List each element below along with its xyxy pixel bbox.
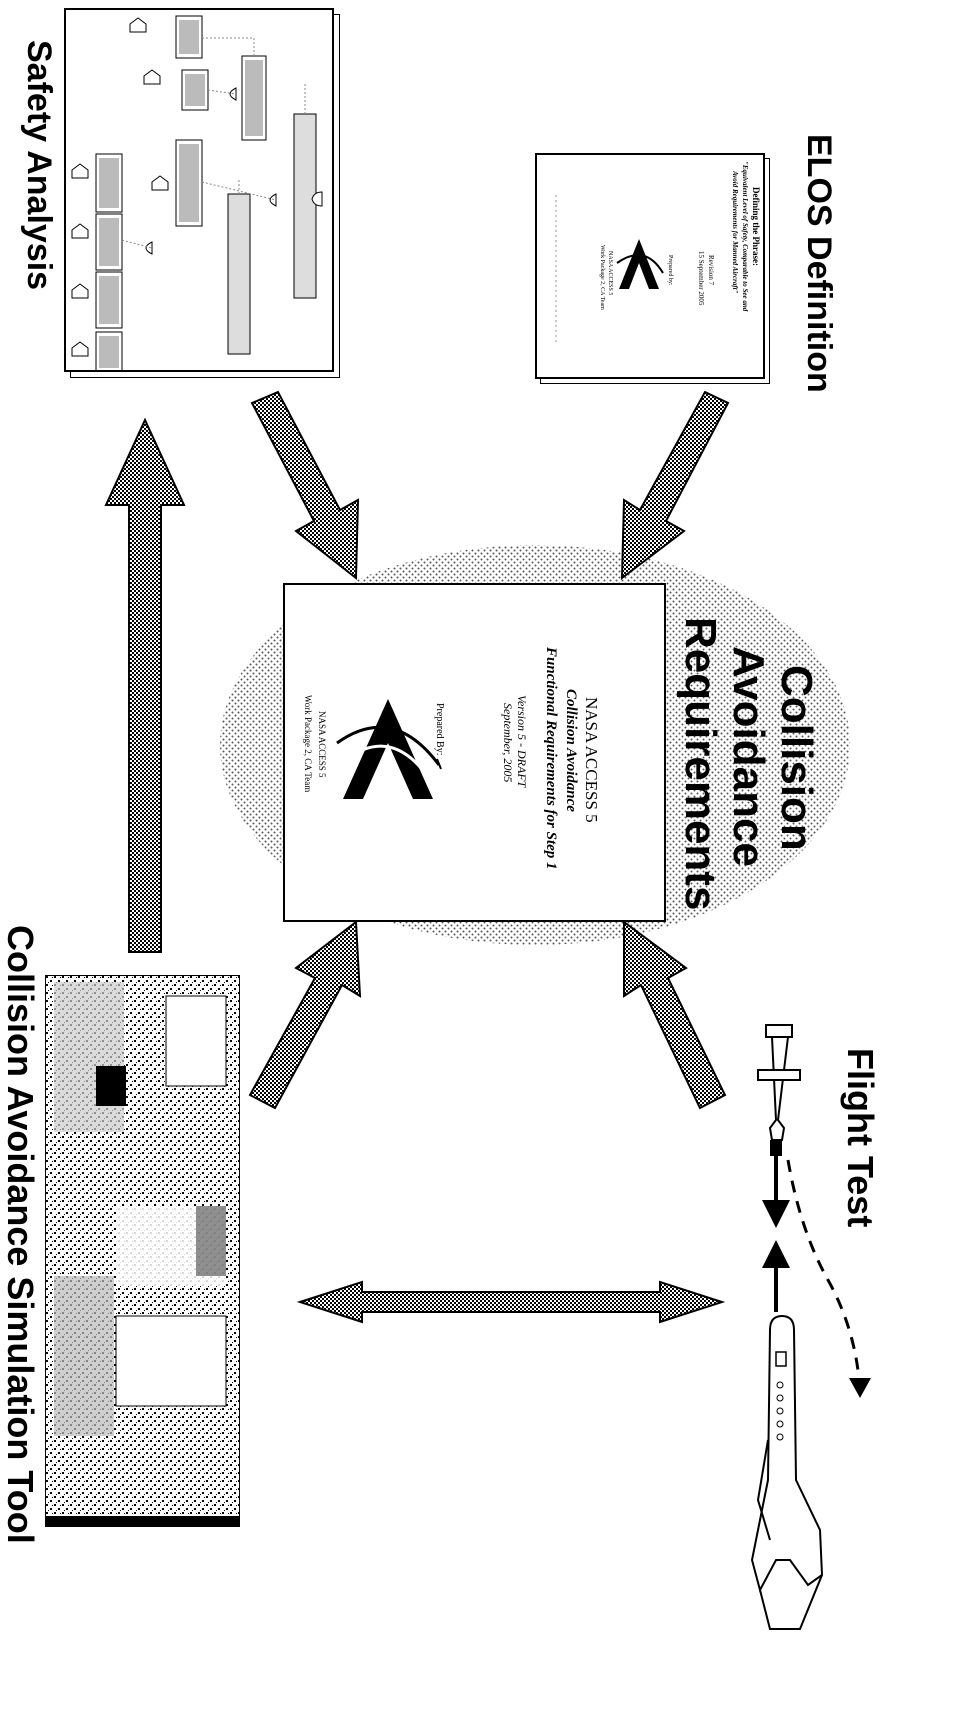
simulation-tool-label: Collision Avoidance Simulation Tool	[0, 925, 41, 1544]
arrow-sim-to-safety	[104, 417, 186, 953]
access5-logo-small	[616, 239, 664, 289]
flight-test-label: Flight Test	[840, 1048, 881, 1228]
elos-doc-title-line1: Defining the Phrase:	[751, 187, 761, 266]
arrow-flight-to-requirements	[623, 920, 727, 1110]
elos-doc-date: 15 September 2005	[697, 251, 705, 306]
elos-doc-version: Revision 7	[707, 255, 715, 286]
arrow-safety-to-requirements	[250, 390, 360, 581]
requirements-doc-title-line1: Collision Avoidance	[563, 689, 579, 812]
elos-doc-footer-line1: NASA ACCESS 5	[607, 251, 613, 296]
jet-aircraft-icon	[750, 1314, 824, 1630]
requirements-label-line2: Avoidance	[724, 646, 773, 867]
requirements-doc-footer-line1: NASA ACCESS 5	[317, 711, 327, 778]
elos-doc-prepared-by: Prepared by:	[667, 255, 673, 286]
requirements-doc-date: September, 2005	[501, 703, 515, 783]
requirements-doc-footer-line2: Work Package 2, CA Team	[303, 695, 313, 793]
encounter-arrows-icon	[762, 1155, 790, 1312]
elos-doc-title-line3: Avoid Requirements for Manned Aircraft"	[731, 171, 739, 294]
requirements-doc-version: Version 5 - DRAFT	[515, 695, 529, 788]
access5-logo-large	[336, 699, 442, 799]
elos-doc-title-line2: "Equivalent Level of Safety, Comparable …	[741, 161, 749, 312]
elos-definition-label: ELOS Definition	[800, 134, 838, 393]
arrow-sim-flight-bidirectional	[296, 1280, 726, 1324]
requirements-doc-org: NASA ACCESS 5	[582, 697, 601, 823]
arrow-sim-to-requirements	[248, 920, 362, 1110]
avoidance-path-dashed	[786, 1159, 862, 1391]
fault-tree-diagram	[71, 15, 323, 370]
elos-document: Defining the Phrase: "Equivalent Level o…	[535, 153, 765, 379]
elos-doc-margin-dots	[555, 195, 557, 345]
requirements-doc-title-line2: Functional Requirements for Step 1	[543, 647, 559, 870]
elos-doc-footer-line2: Work Package 2, CA Team	[599, 245, 605, 310]
simulation-tool-photo	[45, 975, 240, 1527]
avoidance-path-arrowhead	[849, 1378, 871, 1398]
safety-analysis-label: Safety Analysis	[20, 40, 58, 291]
simulator-cockpit-image	[46, 976, 239, 1526]
arrow-elos-to-requirements	[620, 390, 730, 581]
small-aircraft-icon	[757, 1024, 801, 1156]
requirements-document: NASA ACCESS 5 Collision Avoidance Functi…	[283, 583, 666, 922]
safety-analysis-document	[64, 8, 334, 372]
requirements-label-line1: Collision	[772, 665, 821, 851]
requirements-label-line3: Requirements	[676, 617, 725, 911]
